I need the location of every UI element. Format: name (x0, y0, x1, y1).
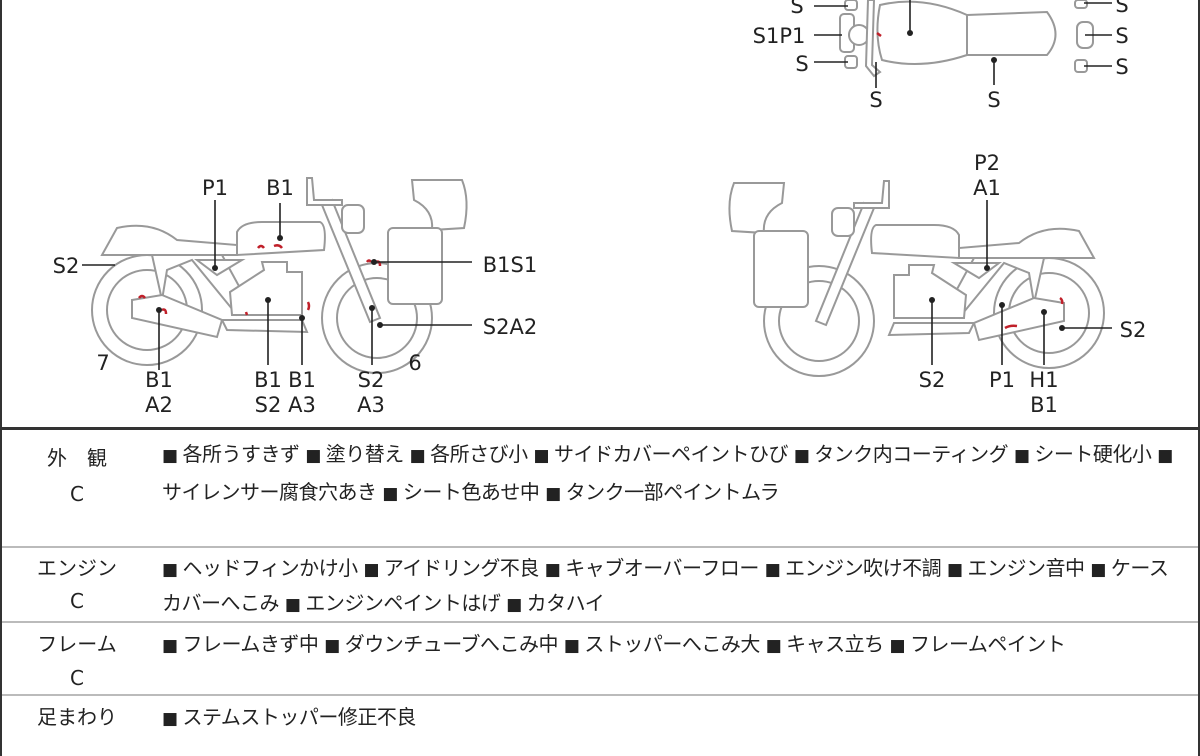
left-label: A3 (288, 393, 316, 417)
left-label: S2 (255, 393, 282, 417)
left-side-motorcycle: P1 B1 S2 B1S1 S2A2 7 B1 A2 B1 S2 B1 A3 S… (53, 176, 538, 417)
issue-item: フレームペイント (890, 632, 1066, 656)
issue-item: シート硬化小 (1014, 442, 1152, 466)
grade-label: C (70, 589, 84, 613)
grade-label: C (70, 482, 84, 506)
issue-item: エンジン吹け不調 (765, 556, 942, 580)
left-label: B1 (288, 368, 316, 392)
issue-item: シート色あせ中 (382, 480, 539, 504)
issue-item: フレームきず中 (162, 632, 319, 656)
right-label: S2 (1120, 318, 1147, 342)
right-label: P1 (989, 368, 1015, 392)
top-label: S (987, 88, 1000, 112)
top-label: S (790, 0, 803, 18)
category-label: 外 観 (47, 446, 107, 470)
category-label: エンジン (37, 556, 117, 580)
left-label: B1 (145, 368, 173, 392)
left-label: P1 (202, 176, 228, 200)
issue-item: タンク一部ペイントムラ (545, 480, 779, 504)
top-label: S1P1 (753, 24, 806, 48)
table-row-suspension: 足まわり ステムストッパー修正不良 (2, 696, 1198, 756)
issue-list: フレームきず中 ダウンチューブへこみ中 ストッパーへこみ大 キャス立ち フレーム… (152, 623, 1198, 694)
issue-item: ダウンチューブへこみ中 (324, 632, 558, 656)
left-label: B1 (254, 368, 282, 392)
issue-item: 塗り替え (305, 442, 404, 466)
top-label: S (1115, 24, 1128, 48)
category-label: フレーム (37, 632, 117, 656)
category-label: 足まわり (37, 705, 117, 729)
top-label: S (1115, 0, 1128, 17)
issue-item: 各所さび小 (410, 442, 528, 466)
right-label: S2 (919, 368, 946, 392)
issue-item: カタハイ (506, 591, 605, 615)
issue-list: ヘッドフィンかけ小 アイドリング不良 キャブオーバーフロー エンジン吹け不調 エ… (152, 548, 1198, 621)
issue-list: ステムストッパー修正不良 (152, 696, 1198, 756)
table-row-appearance: 外 観 C 各所うすきず 塗り替え 各所さび小 サイドカバーペイントひび タンク内… (2, 430, 1198, 548)
issue-item: ヘッドフィンかけ小 (162, 556, 358, 580)
issue-item: キャス立ち (766, 632, 884, 656)
top-label: S (1115, 55, 1128, 79)
issue-item: 各所うすきず (162, 442, 300, 466)
left-label: S2A2 (483, 315, 537, 339)
issue-item: エンジンペイントはげ (285, 591, 501, 615)
top-view-motorcycle: S S1P1 S S S S S S (753, 0, 1129, 112)
issue-item: エンジン音中 (947, 556, 1085, 580)
issue-item: キャブオーバーフロー (545, 556, 760, 580)
left-label: S2 (358, 368, 385, 392)
left-label: B1 (266, 176, 294, 200)
right-label: A1 (973, 176, 1001, 200)
left-label: A3 (357, 393, 385, 417)
right-side-motorcycle: P2 A1 S2 S2 P1 H1 B1 (728, 151, 1147, 417)
table-row-frame: フレーム C フレームきず中 ダウンチューブへこみ中 ストッパーへこみ大 キャス立… (2, 623, 1198, 696)
left-label: B1S1 (483, 253, 537, 277)
issue-item: ステムストッパー修正不良 (162, 705, 416, 729)
table-row-engine: エンジン C ヘッドフィンかけ小 アイドリング不良 キャブオーバーフロー エンジン… (2, 548, 1198, 623)
issue-item: アイドリング不良 (363, 556, 539, 580)
issue-list: 各所うすきず 塗り替え 各所さび小 サイドカバーペイントひび タンク内コーティン… (152, 430, 1198, 546)
right-label: H1 (1029, 368, 1058, 392)
damage-diagram: S S1P1 S S S S S S P1 B1 S2 B1S1 S2A2 7 … (0, 0, 1200, 427)
left-label: A2 (145, 393, 173, 417)
left-label: 6 (408, 351, 421, 375)
issue-item: ストッパーへこみ大 (564, 632, 760, 656)
top-label: S (795, 52, 808, 76)
right-label: P2 (974, 151, 1000, 175)
condition-table: 外 観 C 各所うすきず 塗り替え 各所さび小 サイドカバーペイントひび タンク内… (0, 427, 1200, 756)
right-label: B1 (1030, 393, 1058, 417)
left-label: S2 (53, 254, 80, 278)
left-label: 7 (96, 351, 109, 375)
issue-item: タンク内コーティング (794, 442, 1009, 466)
top-label: S (869, 88, 882, 112)
grade-label: C (70, 666, 84, 690)
issue-item: サイドカバーペイントひび (533, 442, 788, 466)
